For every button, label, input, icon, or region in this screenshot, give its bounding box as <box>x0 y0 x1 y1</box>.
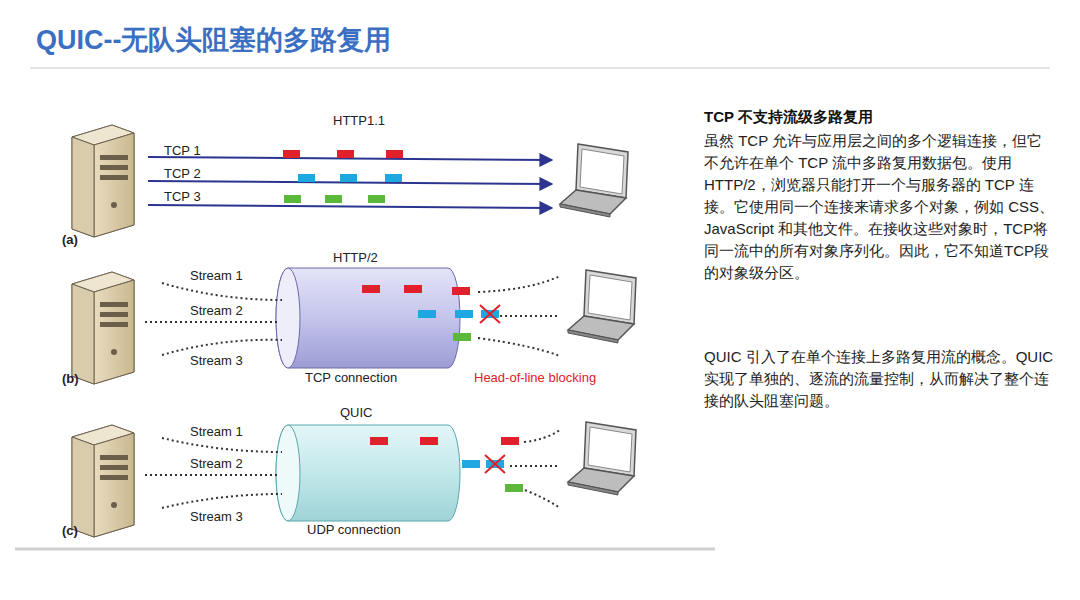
section-heading: TCP 不支持流级多路复用 <box>704 108 873 127</box>
slide-title: QUIC--无队头阻塞的多路复用 <box>36 22 391 58</box>
connection-label: TCP 2 <box>164 166 201 181</box>
connection-label: TCP 1 <box>164 143 201 158</box>
warning-label: Head-of-line blocking <box>474 370 596 385</box>
panel-letter: (c) <box>62 523 78 538</box>
stream-label: Stream 3 <box>190 509 243 524</box>
body-paragraph: QUIC 引入了在单个连接上多路复用流的概念。QUIC 实现了单独的、逐流的流量… <box>704 346 1054 412</box>
stream-label: Stream 3 <box>190 353 243 368</box>
stream-label: Stream 2 <box>190 303 243 318</box>
panel-letter: (a) <box>62 232 78 247</box>
diagram-header: HTTP1.1 <box>333 113 385 128</box>
panel-letter: (b) <box>62 371 79 386</box>
stream-label: Stream 1 <box>190 424 243 439</box>
stream-label: Stream 2 <box>190 456 243 471</box>
diagram-header: HTTP/2 <box>333 250 378 265</box>
connection-label: TCP 3 <box>164 189 201 204</box>
body-paragraph: 虽然 TCP 允许与应用层之间的多个逻辑连接，但它不允许在单个 TCP 流中多路… <box>704 130 1054 284</box>
stream-label: Stream 1 <box>190 268 243 283</box>
pipe-label: TCP connection <box>305 370 397 385</box>
pipe-label: UDP connection <box>307 522 401 537</box>
diagram-header: QUIC <box>340 405 373 420</box>
